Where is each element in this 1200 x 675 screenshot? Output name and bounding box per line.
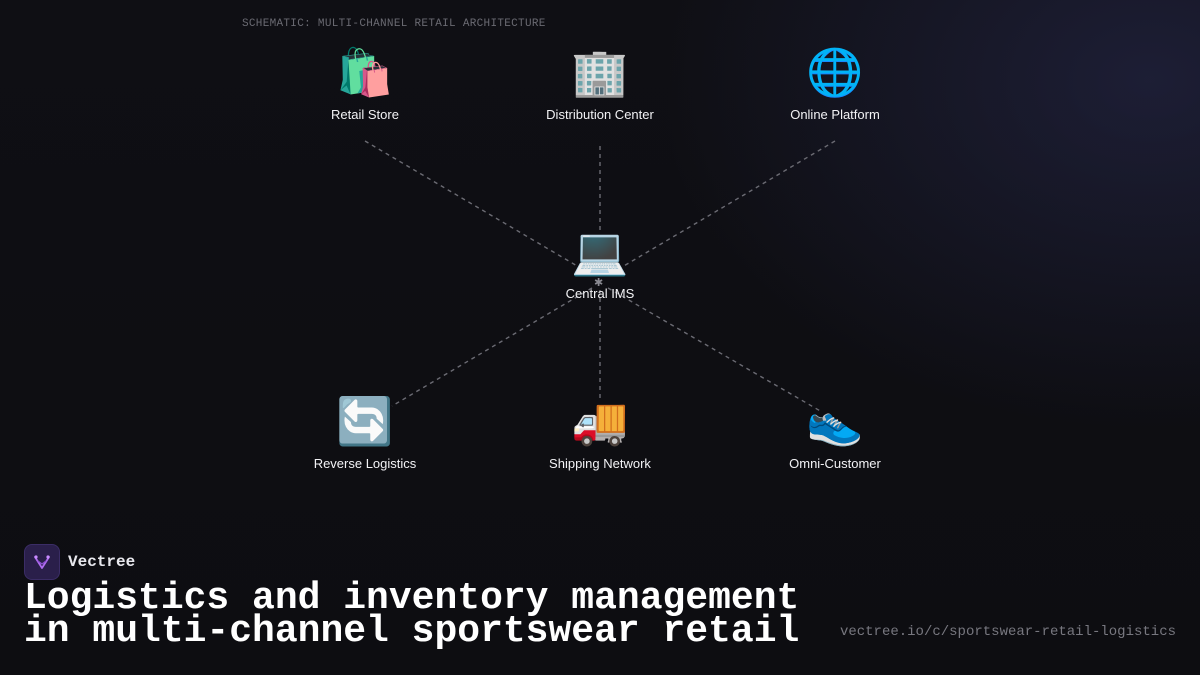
node-online-platform: 🌐 Online Platform [735,44,935,122]
node-omni-customer: 👟 Omni-Customer [735,393,935,471]
node-retail-store: 🛍️ Retail Store [265,44,465,122]
connector-reverse-logistics [391,287,593,407]
hub-asterisk-icon: ✱ [594,277,604,289]
delivery-truck-icon: 🚚 [571,395,629,447]
node-distribution-center: 🏢 Distribution Center [500,44,700,122]
node-label: Shipping Network [549,456,651,471]
sneaker-icon: 👟 [806,395,864,447]
node-reverse-logistics: 🔄 Reverse Logistics [265,393,465,471]
office-building-icon: 🏢 [571,46,629,98]
node-label: Retail Store [331,107,399,122]
node-central-ims: 💻 Central IMS [500,223,700,301]
brand-name: Vectree [68,553,136,571]
node-label: Reverse Logistics [313,456,417,471]
node-label: Central IMS [565,286,635,301]
globe-icon: 🌐 [806,46,864,98]
connector-online-platform [616,140,836,271]
vectree-logo-icon [24,544,60,580]
source-url[interactable]: vectree.io/c/sportswear-retail-logistics [839,624,1176,640]
connector-retail-store [364,140,585,271]
brand[interactable]: Vectree [24,544,135,580]
schematic-label: SCHEMATIC: MULTI-CHANNEL RETAIL ARCHITEC… [242,18,546,30]
arrows-cycle-icon: 🔄 [336,395,394,447]
page-title: Logistics and inventory management in mu… [24,577,800,653]
node-label: Online Platform [790,107,880,122]
node-shipping-network: 🚚 Shipping Network [500,393,700,471]
laptop-icon: 💻 [571,225,629,277]
shopping-bags-icon: 🛍️ [336,46,394,98]
node-label: Distribution Center [546,107,654,122]
connector-omni-customer [607,287,823,413]
node-label: Omni-Customer [789,456,881,471]
